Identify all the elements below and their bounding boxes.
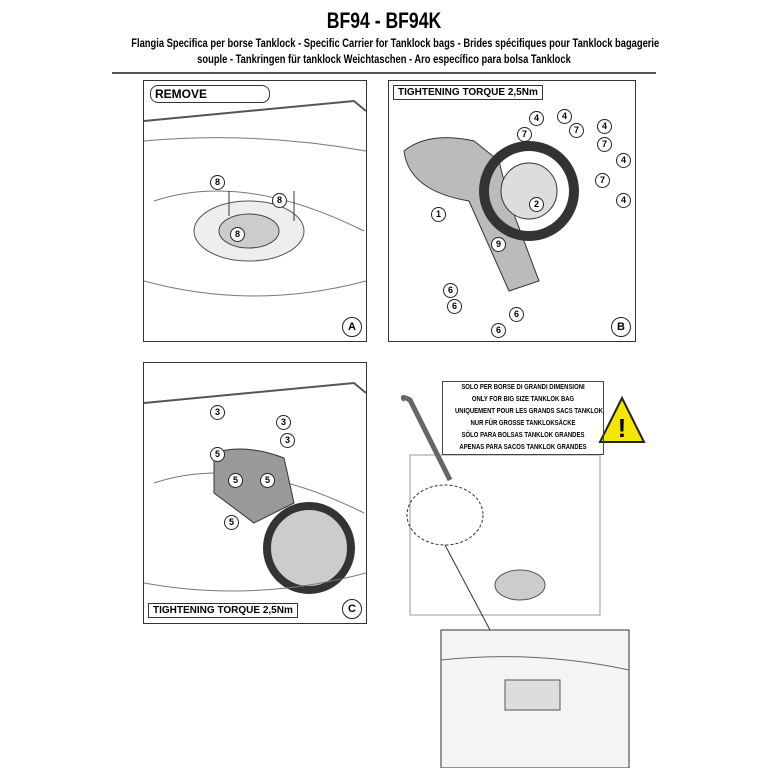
warning-line: UNIQUEMENT POUR LES GRANDS SACS TANKLOK bbox=[455, 408, 603, 415]
tank-ring-exploded-illustration bbox=[403, 137, 579, 292]
page-title: BF94 - BF94K bbox=[326, 8, 442, 33]
callout: 6 bbox=[509, 307, 524, 322]
callout: 6 bbox=[491, 323, 506, 338]
callout: 7 bbox=[597, 137, 612, 152]
warning-line: SOLO PER BORSE DI GRANDI DIMENSIONI bbox=[461, 384, 585, 391]
callout: 5 bbox=[260, 473, 275, 488]
callout: 7 bbox=[595, 173, 610, 188]
warning-line: ONLY FOR BIG SIZE TANKLOK BAG bbox=[471, 396, 575, 403]
callout: 3 bbox=[276, 415, 291, 430]
callout: 4 bbox=[616, 153, 631, 168]
callout: 7 bbox=[517, 127, 532, 142]
subtitle-line-2: souple - Tankringen für tanklock Weichta… bbox=[197, 52, 571, 66]
subtitle-line-1: Flangia Specifica per borse Tanklock - S… bbox=[131, 36, 660, 50]
callout: 6 bbox=[447, 299, 462, 314]
header-divider bbox=[112, 72, 656, 74]
callout: 5 bbox=[210, 447, 225, 462]
callout: 8 bbox=[230, 227, 245, 242]
tank-ring-mounted-illustration bbox=[144, 381, 366, 594]
torque-label: TIGHTENING TORQUE 2,5Nm bbox=[393, 85, 543, 100]
callout: 6 bbox=[443, 283, 458, 298]
callout: 8 bbox=[210, 175, 225, 190]
panel-b: TIGHTENING TORQUE 2,5Nm 4 4 7 7 4 7 4 7 … bbox=[388, 80, 636, 342]
warning-triangle-icon bbox=[598, 395, 646, 443]
callout: 4 bbox=[597, 119, 612, 134]
svg-text:!: ! bbox=[618, 413, 627, 443]
callout: 4 bbox=[557, 109, 572, 124]
panel-letter: C bbox=[342, 599, 362, 619]
remove-label: REMOVE bbox=[150, 85, 270, 103]
panel-letter: B bbox=[611, 317, 631, 337]
callout: 7 bbox=[569, 123, 584, 138]
panel-a: REMOVE 8 8 8 A bbox=[143, 80, 367, 342]
callout: 4 bbox=[616, 193, 631, 208]
callout: 4 bbox=[529, 111, 544, 126]
torque-label: TIGHTENING TORQUE 2,5Nm bbox=[148, 603, 298, 618]
callout: 5 bbox=[228, 473, 243, 488]
warning-line: APENAS PARA SACOS TANKLOK GRANDES bbox=[459, 444, 587, 451]
callout: 5 bbox=[224, 515, 239, 530]
motorcycle-tank-illustration bbox=[144, 99, 366, 297]
callout: 9 bbox=[491, 237, 506, 252]
callout: 2 bbox=[529, 197, 544, 212]
callout: 3 bbox=[210, 405, 225, 420]
callout: 1 bbox=[431, 207, 446, 222]
warning-box: SOLO PER BORSE DI GRANDI DIMENSIONI ONLY… bbox=[442, 381, 604, 455]
callout: 8 bbox=[272, 193, 287, 208]
panel-c: TIGHTENING TORQUE 2,5Nm 3 3 3 5 5 5 5 C bbox=[143, 362, 367, 624]
warning-line: SÓLO PARA BOLSAS TANKLOK GRANDES bbox=[461, 432, 585, 439]
callout: 3 bbox=[280, 433, 295, 448]
warning-line: NUR FÜR GROSSE TANKLOKSÄCKE bbox=[470, 420, 576, 427]
panel-letter: A bbox=[342, 317, 362, 337]
